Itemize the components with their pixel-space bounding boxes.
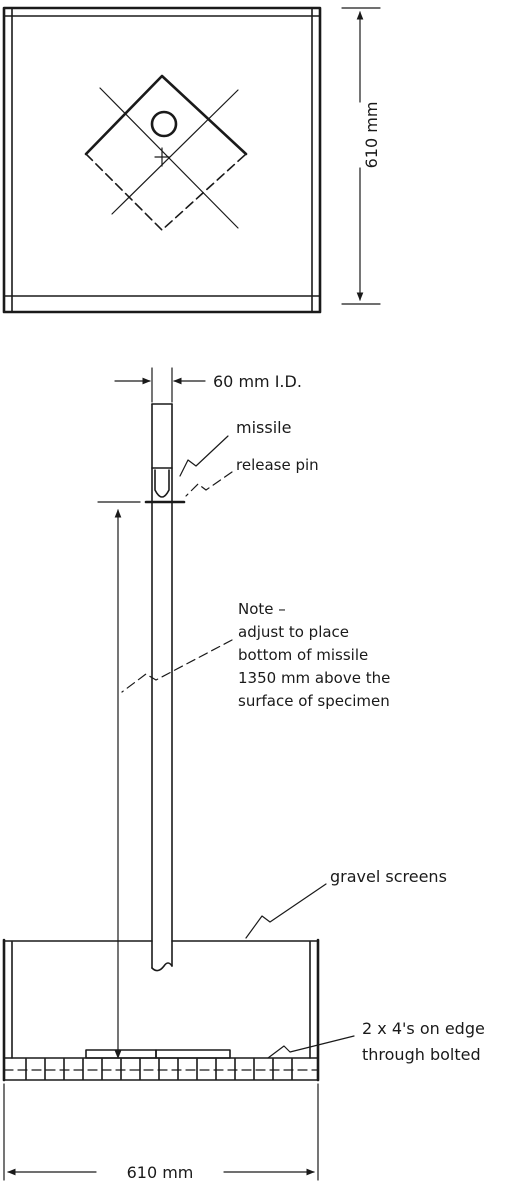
elevation-view: 60 mm I.D. missile release pin Note – ad… <box>2 367 490 1182</box>
top-height-label: 610 mm <box>362 102 381 169</box>
note-text: Note – adjust to place bottom of missile… <box>238 600 395 710</box>
bottom-width-label: 610 mm <box>127 1163 194 1182</box>
plan-view: 610 mm <box>2 6 381 314</box>
missile-tip <box>154 469 170 498</box>
plan-cross-line-2 <box>111 89 239 215</box>
release-pin-leader <box>185 471 233 497</box>
release-pin-label: release pin <box>236 456 319 474</box>
missile-label: missile <box>236 418 291 437</box>
timbers-label: 2 x 4's on edge through bolted <box>362 1019 490 1064</box>
specimen-plate-right <box>155 1049 231 1059</box>
gravel-screens-label: gravel screens <box>330 867 447 886</box>
specimen-plate-left <box>85 1049 157 1059</box>
timber-bolts <box>25 1058 293 1080</box>
plan-view-box <box>2 6 322 314</box>
specimen-diamond-bottom <box>85 153 247 231</box>
gravel-screens-leader <box>245 883 327 939</box>
timbers-leader <box>267 1035 355 1059</box>
note-leader <box>121 639 233 693</box>
missile-drop-circle <box>150 110 178 138</box>
drop-tube-bottom-end <box>151 962 173 972</box>
missile-leader <box>179 435 229 477</box>
specimen-diamond-top <box>84 74 248 156</box>
tube-diameter-label: 60 mm I.D. <box>213 372 302 391</box>
